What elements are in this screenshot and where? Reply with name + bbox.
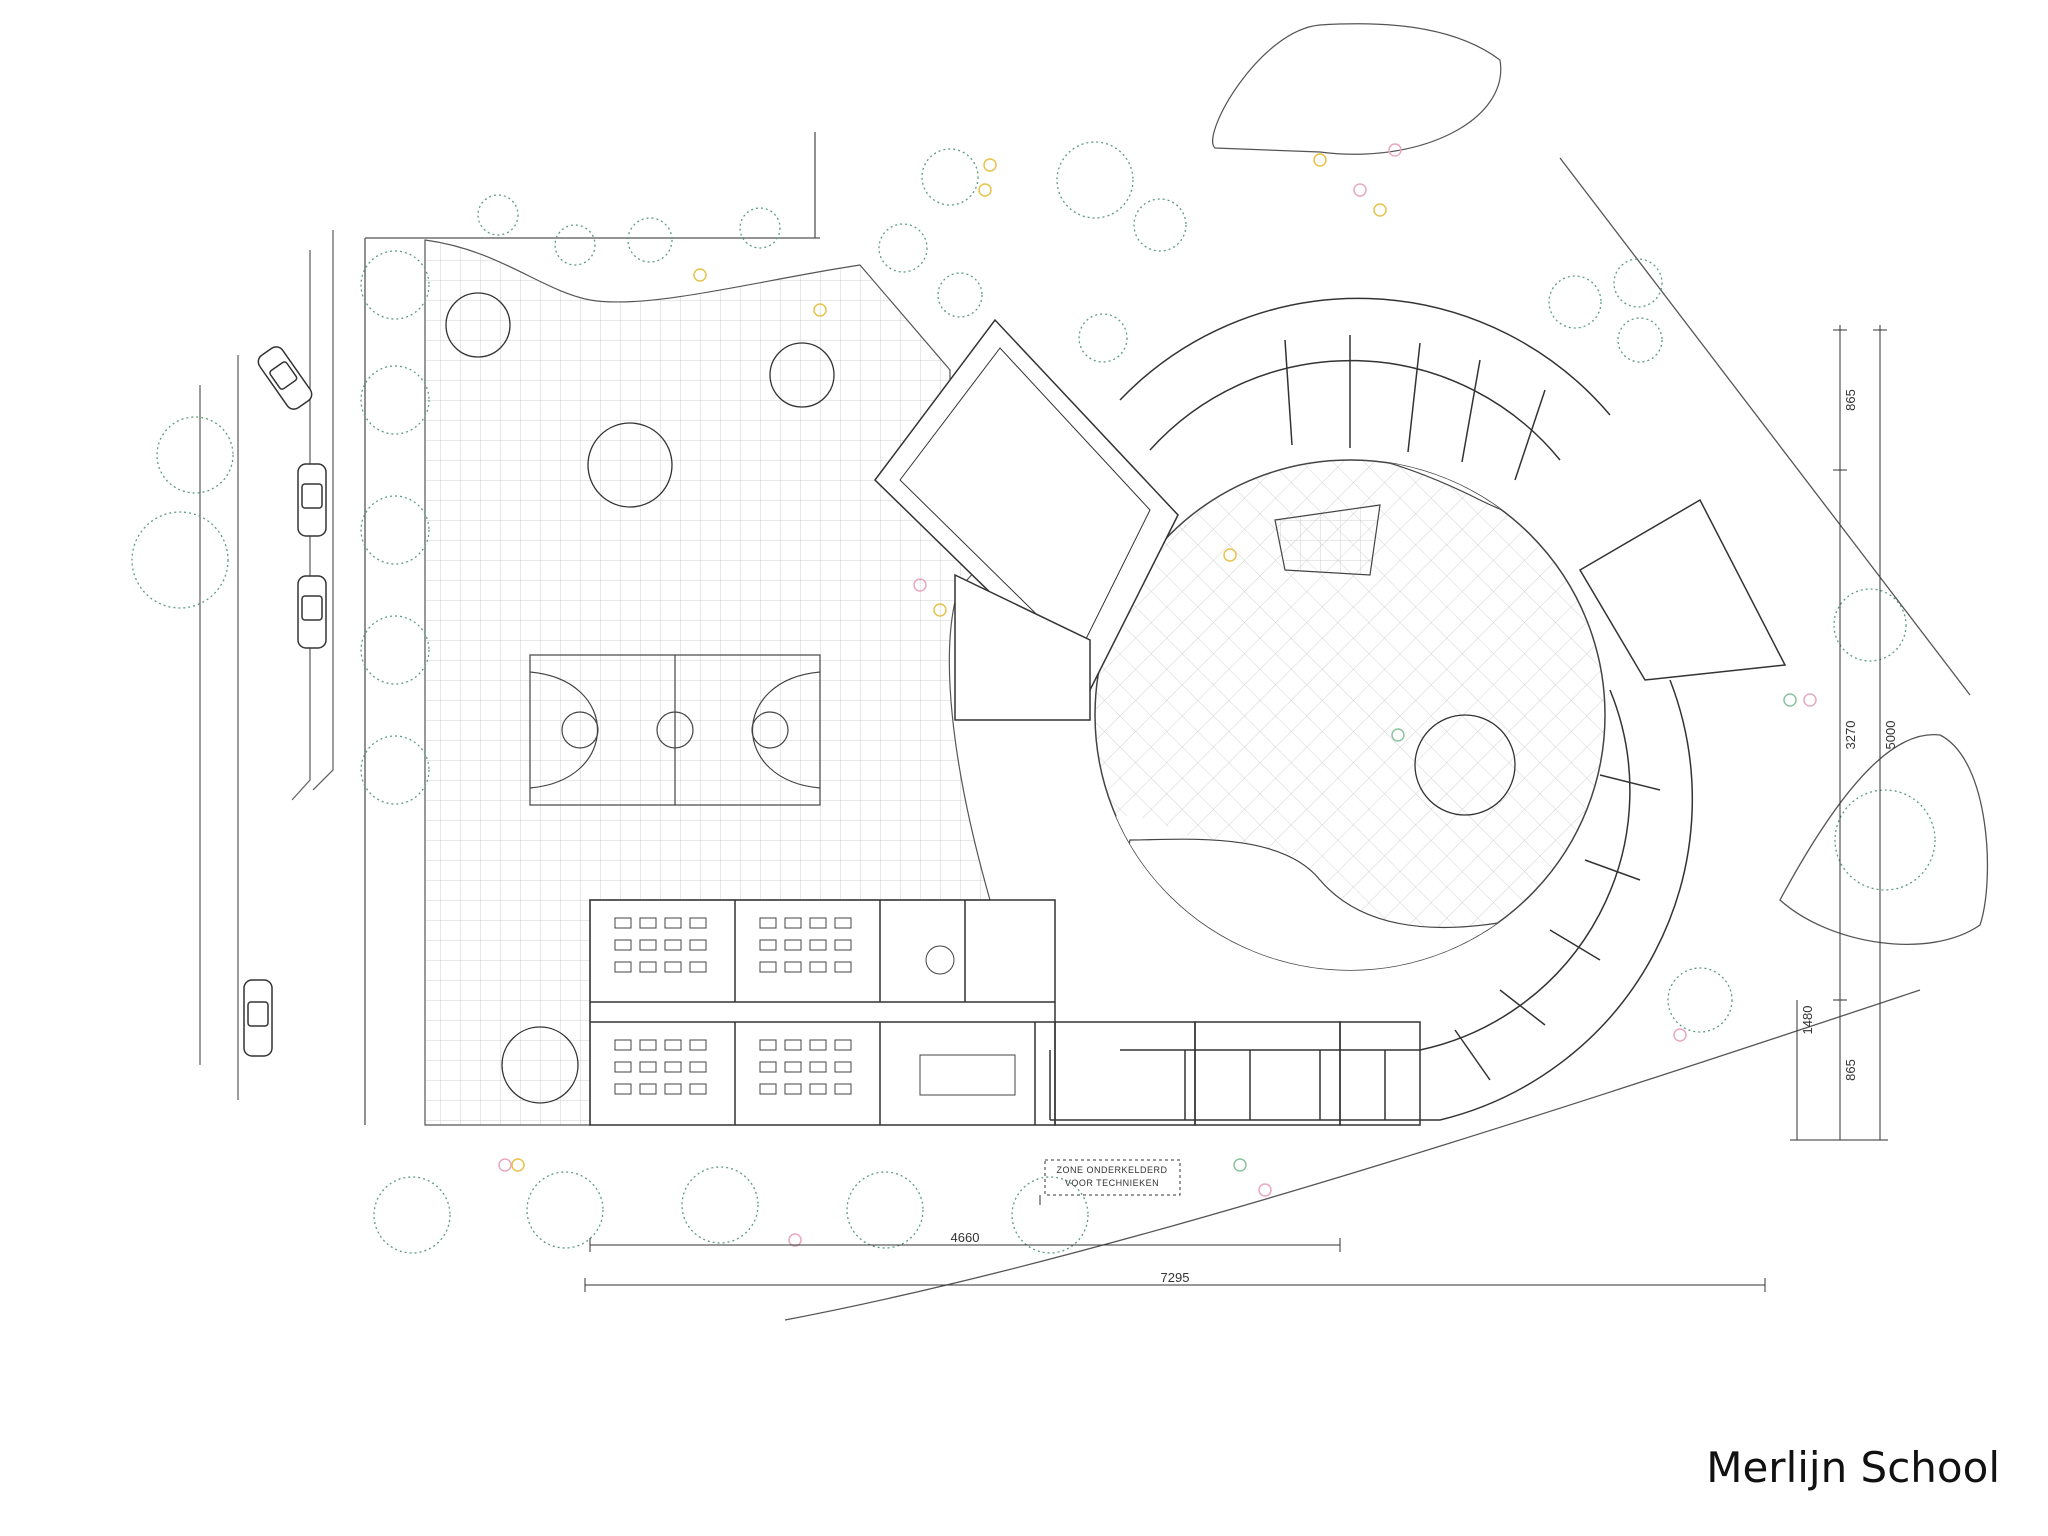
- dim-label-1480: 1480: [1800, 1006, 1815, 1035]
- site-boundary: [364, 23, 1989, 1321]
- dim-label-4660: 4660: [951, 1230, 980, 1245]
- basketball-court: [529, 654, 821, 806]
- flower-accents: [498, 143, 1817, 1247]
- inner-courtyard: [1094, 459, 1606, 971]
- desk-layout: [614, 917, 1016, 1096]
- dim-label-7295: 7295: [1161, 1270, 1190, 1285]
- angled-wings: [874, 318, 1787, 721]
- dim-label-3270: 3270: [1843, 721, 1858, 750]
- road-lines: [199, 230, 334, 1100]
- classroom-block: [589, 899, 1421, 1126]
- drawing-caption: Merlijn School: [1706, 1443, 2000, 1492]
- tree: [131, 141, 1936, 1254]
- dimension-lines: [584, 325, 1888, 1292]
- zone-note-line2: VOOR TECHNIEKEN: [1065, 1178, 1159, 1188]
- playground-paving: [424, 239, 991, 1126]
- dim-label-865-bottom: 865: [1843, 1059, 1858, 1081]
- dim-label-865-top: 865: [1843, 389, 1858, 411]
- zone-note-line1: ZONE ONDERKELDERD: [1056, 1165, 1167, 1175]
- ring-building: [1049, 297, 1694, 1121]
- car: [243, 346, 327, 1057]
- dim-label-5000: 5000: [1883, 721, 1898, 750]
